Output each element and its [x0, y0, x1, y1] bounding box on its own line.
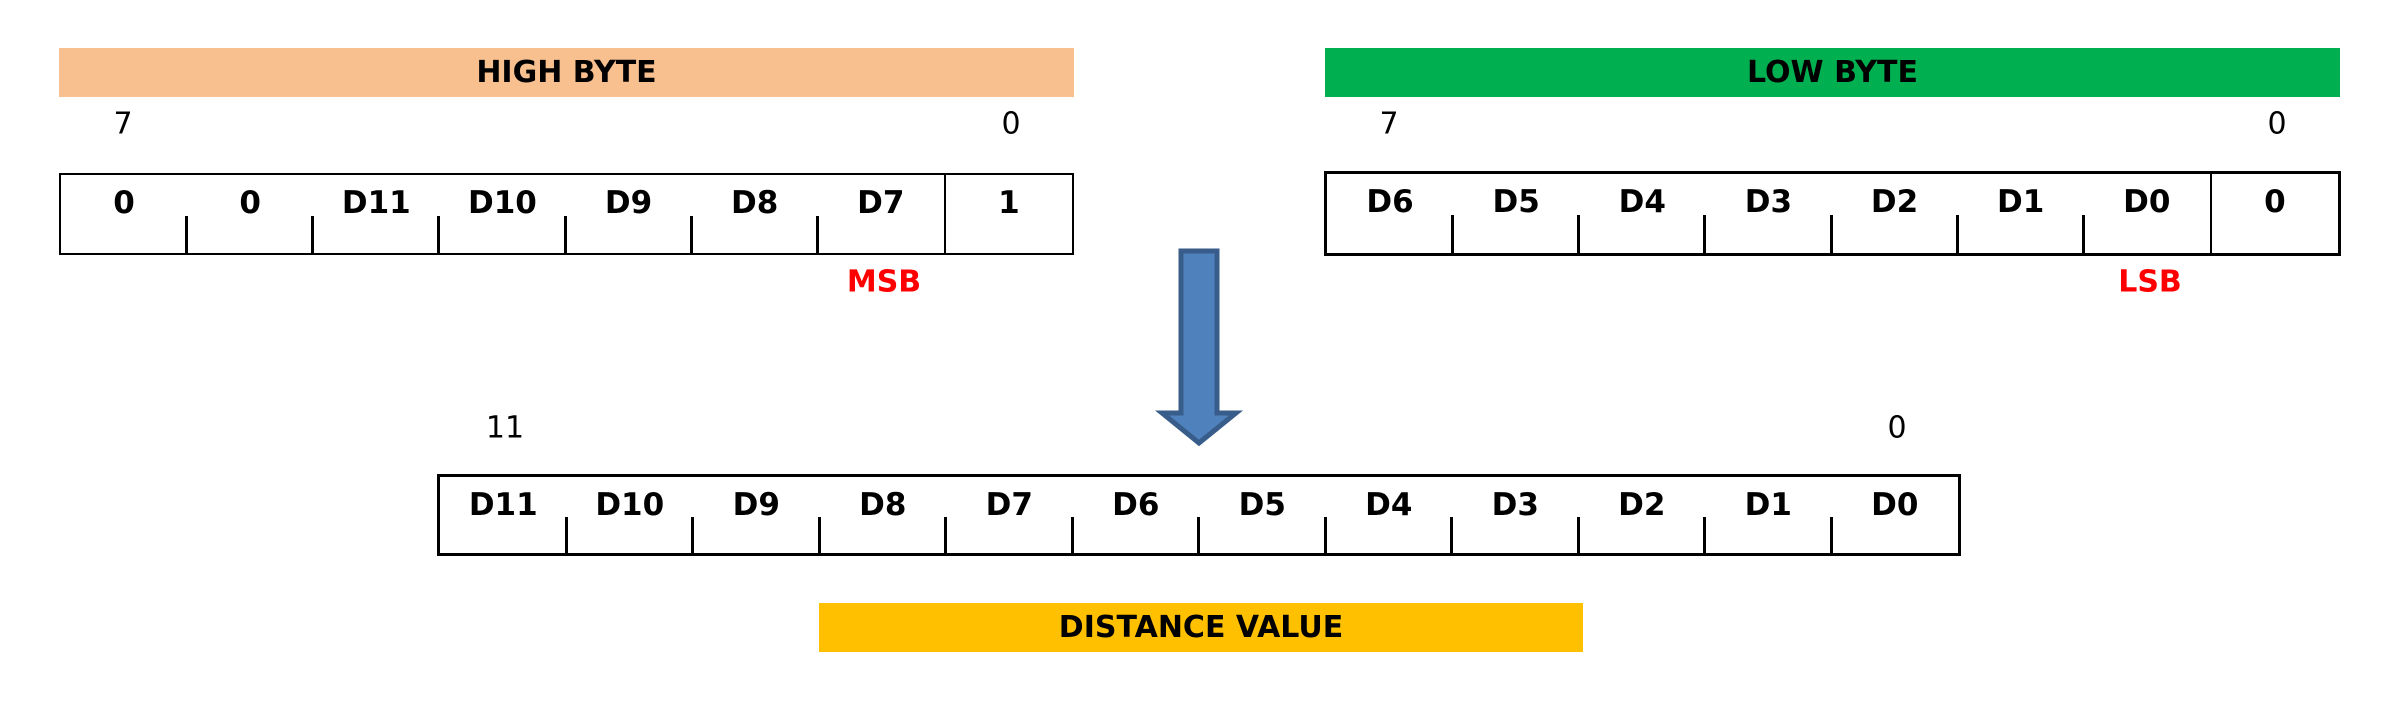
low-byte-register: D6 D5 D4 D3 D2 D1 D0 0 [1324, 171, 2341, 256]
distance-cell: D6 [1070, 477, 1200, 553]
divider-tick [1955, 215, 1959, 253]
high-byte-cell: D8 [689, 175, 818, 253]
low-byte-cell: D6 [1366, 184, 1414, 220]
low-byte-title: LOW BYTE [1747, 55, 1918, 90]
high-byte-bit0-label: 0 [1001, 106, 1021, 142]
distance-cell: D2 [1576, 477, 1706, 553]
distance-cell: D11 [468, 487, 538, 523]
divider-tick [1576, 516, 1580, 553]
distance-cell: D1 [1703, 477, 1832, 553]
divider-tick [1703, 516, 1706, 553]
high-byte-cell: D9 [563, 175, 692, 253]
high-byte-cell: D10 [437, 175, 565, 253]
distance-cell: D7 [944, 477, 1073, 553]
divider-tick [564, 516, 568, 553]
distance-cell: D9 [691, 477, 820, 553]
low-byte-cell: D1 [1955, 174, 2084, 253]
distance-cell: D5 [1197, 477, 1326, 553]
high-byte-cell: 1 [943, 175, 1072, 253]
distance-value-title: DISTANCE VALUE [1058, 610, 1344, 645]
low-byte-bit7-label: 7 [1379, 106, 1399, 142]
divider-tick [944, 516, 947, 553]
divider-tick [817, 516, 821, 553]
high-byte-banner: HIGH BYTE [59, 48, 1074, 97]
distance-bit0-label: 0 [1887, 410, 1907, 446]
msb-marker: MSB [846, 264, 922, 300]
distance-cell: D10 [564, 477, 694, 553]
divider-tick [689, 215, 693, 253]
distance-value-banner: DISTANCE VALUE [819, 603, 1583, 652]
distance-bit11-label: 11 [485, 410, 525, 446]
low-byte-cell: D2 [1829, 174, 1958, 253]
high-byte-cell: D11 [311, 175, 439, 253]
divider-tick [1703, 215, 1707, 253]
lsb-marker: LSB [2118, 264, 2182, 300]
high-byte-bit7-label: 7 [113, 106, 133, 142]
divider-tick [1197, 516, 1200, 553]
divider-tick [1829, 215, 1833, 253]
low-byte-cell: 0 [2209, 174, 2338, 253]
low-byte-bit0-label: 0 [2267, 106, 2287, 142]
divider-tick [1450, 516, 1453, 553]
low-byte-banner: LOW BYTE [1325, 48, 2340, 97]
divider-tick [563, 215, 567, 253]
distance-cell: D3 [1450, 477, 1579, 553]
divider-tick [815, 215, 819, 253]
high-byte-cell: D7 [815, 175, 944, 253]
divider-tick [1070, 516, 1074, 553]
divider-tick [1577, 215, 1581, 253]
divider-tick [1451, 215, 1455, 253]
distance-cell: D4 [1323, 477, 1453, 553]
distance-register: D11 D10 D9 D8 D7 D6 D5 D4 D3 D2 D1 D0 [437, 474, 1961, 556]
low-byte-cell: D4 [1577, 174, 1705, 253]
high-byte-cell: 0 [185, 175, 313, 253]
divider-tick [1323, 516, 1327, 553]
divider-tick [311, 215, 315, 253]
divider-tick [2081, 215, 2085, 253]
low-byte-cell: D0 [2081, 174, 2210, 253]
low-byte-cell: D3 [1703, 174, 1831, 253]
divider-tick [691, 516, 694, 553]
high-byte-cell: 0 [113, 185, 135, 221]
divider-tick [1829, 516, 1833, 553]
distance-cell: D8 [817, 477, 947, 553]
high-byte-register: 0 0 D11 D10 D9 D8 D7 1 [59, 173, 1074, 255]
down-arrow-icon [1155, 248, 1244, 447]
distance-cell: D0 [1829, 477, 1959, 553]
divider-tick [437, 215, 441, 253]
low-byte-cell: D5 [1451, 174, 1579, 253]
divider-tick [185, 215, 189, 253]
high-byte-title: HIGH BYTE [476, 55, 657, 90]
